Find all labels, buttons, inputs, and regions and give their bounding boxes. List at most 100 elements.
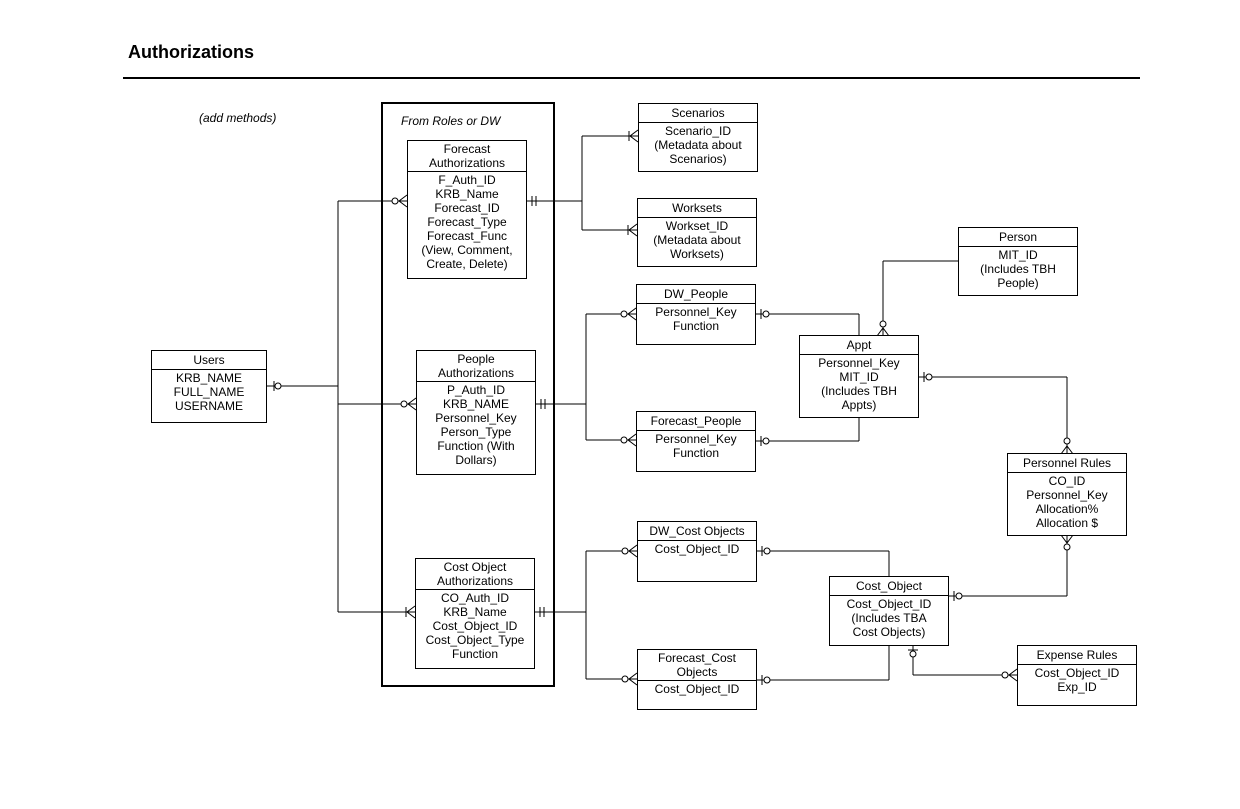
entity-attribute: (View, Comment,	[421, 243, 513, 257]
entity-attribute: Cost Objects)	[852, 625, 926, 639]
entity-attribute: KRB_Name	[435, 187, 499, 201]
entity-attribute: Exp_ID	[1057, 680, 1097, 694]
entity-attribute: (Metadata about	[654, 138, 742, 152]
entity-attribute: Personnel_Key	[435, 411, 517, 425]
cost-auth-relationships	[534, 544, 638, 686]
entity-appt-name: Appt	[800, 336, 918, 355]
entity-attribute: Allocation%	[1035, 502, 1099, 516]
cost-object-relationships	[756, 546, 890, 685]
page-title: Authorizations	[128, 42, 254, 62]
entity-attribute: Cost_Object_ID	[654, 542, 740, 556]
entity-attribute: Personnel_Key	[655, 432, 737, 446]
cost-object-expense-rules-relationship	[908, 645, 1018, 682]
person-appt-relationship	[876, 260, 958, 337]
entity-attribute: (Includes TBH	[821, 384, 897, 398]
forecast-auth-relationships	[526, 129, 639, 237]
entity-cost-object-authorizations-name: Cost Object Authorizations	[416, 559, 534, 590]
entity-forecast-cost-objects-attrs: Cost_Object_ID	[638, 681, 756, 697]
entity-attribute: Cost_Object_ID	[654, 682, 740, 696]
entity-attribute: Personnel_Key	[1026, 488, 1108, 502]
entity-forecast-people-name: Forecast_People	[637, 412, 755, 431]
entity-expense-rules-name: Expense Rules	[1018, 646, 1136, 665]
entity-personnel-rules-name: Personnel Rules	[1008, 454, 1126, 473]
entity-forecast-authorizations-name: Forecast Authorizations	[408, 141, 526, 172]
entity-attribute: P_Auth_ID	[446, 383, 506, 397]
entity-attribute: USERNAME	[174, 399, 243, 413]
entity-worksets-name: Worksets	[638, 199, 756, 218]
entity-attribute: Cost_Object_ID	[1034, 666, 1120, 680]
entity-dw-cost-objects-attrs: Cost_Object_ID	[638, 541, 756, 557]
entity-attribute: FULL_NAME	[173, 385, 245, 399]
entity-attribute: Function (With	[437, 439, 515, 453]
entity-attribute: F_Auth_ID	[438, 173, 496, 187]
entity-users-name: Users	[152, 351, 266, 370]
entity-attribute: Cost_Object_Type	[425, 633, 525, 647]
entity-attribute: (Metadata about	[653, 233, 741, 247]
entity-attribute: KRB_Name	[443, 605, 507, 619]
entity-attribute: Cost_Object_ID	[432, 619, 518, 633]
entity-attribute: Appts)	[841, 398, 877, 412]
people-appt-relationships	[755, 309, 860, 446]
entity-attribute: Scenario_ID	[664, 124, 732, 138]
people-auth-relationships	[535, 307, 637, 447]
from-roles-note: From Roles or DW	[401, 114, 501, 128]
entity-attribute: Function	[672, 319, 720, 333]
entity-attribute: MIT_ID	[998, 248, 1038, 262]
entity-attribute: Cost_Object_ID	[846, 597, 932, 611]
add-methods-note: (add methods)	[199, 111, 277, 125]
entity-attribute: Allocation $	[1035, 516, 1099, 530]
entity-attribute: Workset_ID	[665, 219, 729, 233]
entity-forecast-cost-objects-name: Forecast_Cost Objects	[638, 650, 756, 681]
entity-attribute: KRB_NAME	[442, 397, 510, 411]
entity-attribute: People)	[997, 276, 1039, 290]
entity-attribute: (Includes TBH	[980, 262, 1056, 276]
entity-attribute: KRB_NAME	[175, 371, 243, 385]
entity-dw-people-name: DW_People	[637, 285, 755, 304]
entity-attribute: CO_Auth_ID	[440, 591, 510, 605]
entity-attribute: Forecast_Type	[427, 215, 507, 229]
entity-attribute: Worksets)	[670, 247, 724, 261]
authorizations-group-box	[381, 102, 555, 687]
entity-people-authorizations-name: People Authorizations	[417, 351, 535, 382]
entity-dw-cost-objects[interactable]: DW_Cost Objects Cost_Object_ID	[637, 521, 757, 582]
cost-object-personnel-rules-relationship	[948, 534, 1074, 601]
entity-attribute: Function	[451, 647, 499, 661]
entity-dw-cost-objects-name: DW_Cost Objects	[638, 522, 756, 541]
entity-attribute: MIT_ID	[839, 370, 879, 384]
entity-forecast-cost-objects[interactable]: Forecast_Cost Objects Cost_Object_ID	[637, 649, 757, 710]
entity-attribute: Function	[672, 446, 720, 460]
entity-attribute: Create, Delete)	[426, 257, 508, 271]
entity-attribute: Person_Type	[440, 425, 512, 439]
appt-personnel-rules-relationship	[918, 372, 1074, 455]
entity-attribute: Forecast_ID	[434, 201, 500, 215]
entity-attribute: (Includes TBA	[851, 611, 927, 625]
users-relationships	[266, 194, 417, 619]
entity-attribute: Personnel_Key	[818, 356, 900, 370]
entity-cost-object-name: Cost_Object	[830, 577, 948, 596]
entity-attribute: Scenarios)	[669, 152, 727, 166]
entity-attribute: CO_ID	[1048, 474, 1086, 488]
entity-attribute: Dollars)	[455, 453, 497, 467]
